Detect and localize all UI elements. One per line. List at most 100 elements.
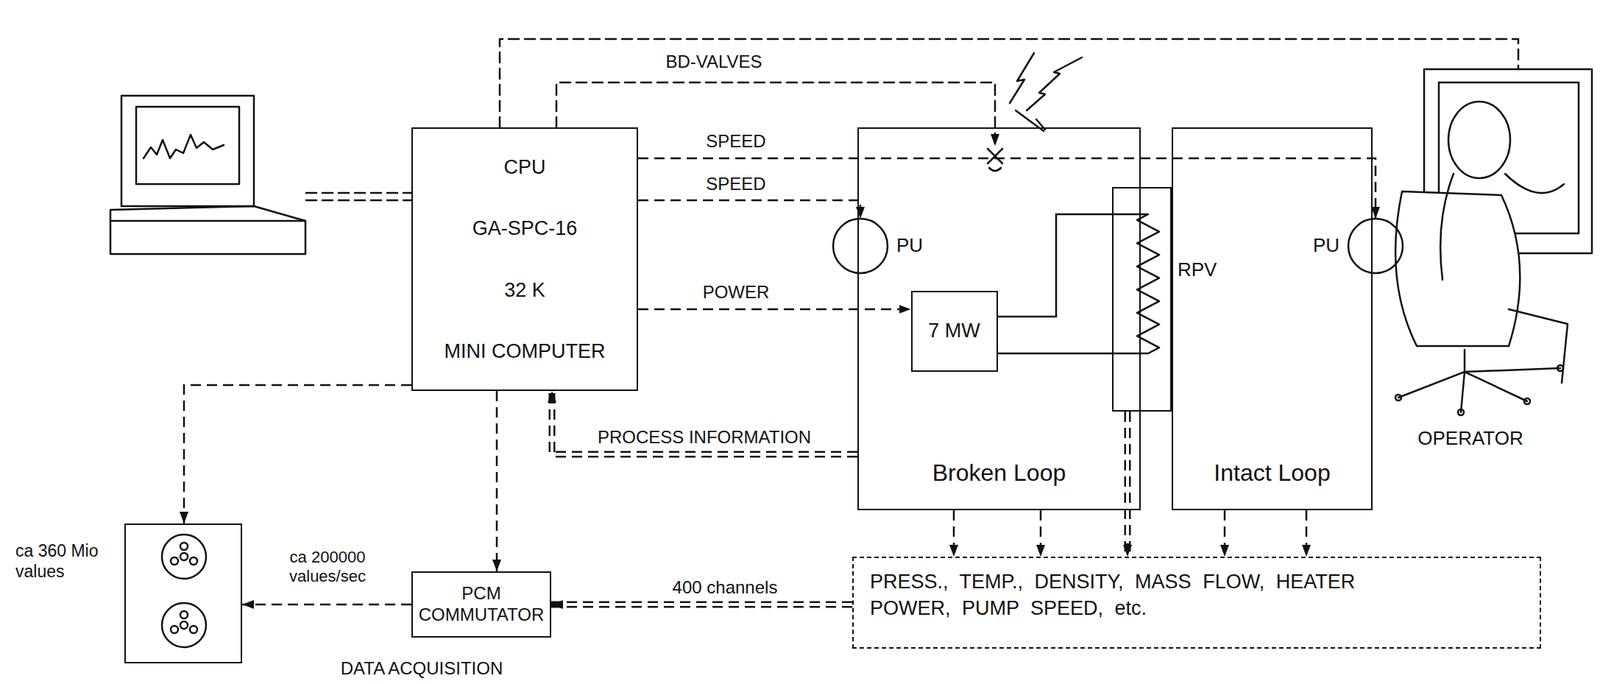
sensor-box: PRESS., TEMP., DENSITY, MASS FLOW, HEATE… xyxy=(852,556,1542,649)
connector-line xyxy=(638,308,912,311)
connector xyxy=(638,158,1376,219)
node-text: Intact Loop xyxy=(1173,458,1372,487)
connector xyxy=(1127,411,1129,557)
reel-hole xyxy=(180,552,188,561)
keyboard-edge xyxy=(110,220,306,223)
connector-line xyxy=(1039,510,1043,557)
loop-box: Intact Loop xyxy=(1171,127,1373,511)
operator-link xyxy=(499,39,1519,128)
terminal-screen xyxy=(136,106,240,184)
double-line-gap xyxy=(1126,411,1129,544)
connector xyxy=(1224,510,1226,557)
chair-wheel xyxy=(1524,398,1531,405)
connector-line xyxy=(242,603,412,606)
double-line-gap xyxy=(551,404,858,455)
connector-line xyxy=(496,390,499,572)
pump-circle: PU xyxy=(831,217,890,275)
diagram-label: BD-VALVES xyxy=(662,51,765,73)
connector-line xyxy=(183,384,412,524)
reel-hole xyxy=(170,625,179,633)
tape-unit: ca 360 Mio values xyxy=(124,523,243,664)
break-flash xyxy=(1026,57,1082,111)
node-text: PU xyxy=(1312,234,1340,257)
connector-line xyxy=(997,352,1113,355)
edge-label: SPEED xyxy=(702,173,769,196)
loop-box: Broken Loop 7 MW xyxy=(857,127,1141,511)
terminal-monitor xyxy=(121,95,254,207)
node-text: PCM COMMUTATOR xyxy=(417,582,546,626)
terminal-keyboard xyxy=(110,206,306,254)
edge-label: ca 200000 values/sec xyxy=(262,547,394,587)
connector xyxy=(638,309,912,310)
operator-head xyxy=(1448,101,1511,179)
heater-box: 7 MW xyxy=(911,290,998,372)
connector xyxy=(1040,510,1042,557)
connector xyxy=(496,390,498,572)
reel-hole xyxy=(189,557,198,565)
commutator-box: PCM COMMUTATOR xyxy=(411,571,552,638)
reel-hole xyxy=(170,557,179,565)
connector-line xyxy=(638,158,1376,219)
reel-hole xyxy=(180,610,188,619)
valve-signal xyxy=(556,82,996,146)
connector-line xyxy=(953,510,956,557)
terminal-link xyxy=(306,192,412,201)
cpu-box: CPU GA-SPC-16 32 K MINI COMPUTER xyxy=(411,127,639,391)
edge-label: PROCESS INFORMATION xyxy=(594,426,814,449)
chair-wheel xyxy=(1395,394,1402,401)
connector-line xyxy=(997,214,1113,317)
connector-line xyxy=(1223,510,1227,557)
connector-line xyxy=(1305,510,1308,557)
chair-wheel xyxy=(1457,409,1464,416)
chair-legs xyxy=(1398,349,1561,413)
pump-circle-outline xyxy=(1348,218,1403,274)
pump-circle-outline xyxy=(833,218,888,274)
pump-outline xyxy=(831,217,890,275)
connector-line xyxy=(1124,411,1132,557)
tape-reel xyxy=(161,534,207,579)
connector xyxy=(551,604,853,605)
operator-body xyxy=(1440,173,1568,383)
node-text: PU xyxy=(896,234,923,257)
connector xyxy=(1306,510,1308,557)
node-text: PRESS., TEMP., DENSITY, MASS FLOW, HEATE… xyxy=(869,568,1356,622)
vessel-box: RPV xyxy=(1112,186,1172,412)
node-text: 32 K xyxy=(504,278,546,302)
connector-line xyxy=(551,390,858,455)
node-text: GA-SPC-16 xyxy=(472,216,578,240)
node-text: MINI COMPUTER xyxy=(444,339,606,363)
heater-coil xyxy=(1112,214,1160,354)
tape-reel xyxy=(161,602,207,647)
node-text: 7 MW xyxy=(928,318,981,343)
connector-line xyxy=(638,200,861,219)
chair-back xyxy=(1395,191,1520,346)
node-text: ca 360 Mio values xyxy=(15,540,119,582)
reel-hole xyxy=(180,542,188,550)
edge-label: 400 channels xyxy=(669,577,781,599)
valve-seat xyxy=(989,167,1001,171)
reel-hole xyxy=(189,625,198,633)
screen-trace xyxy=(143,134,224,159)
connector xyxy=(551,390,858,455)
break-flash xyxy=(1009,52,1035,104)
connector xyxy=(638,200,861,219)
node-text: RPV xyxy=(1177,258,1217,282)
valve-symbol xyxy=(987,148,1003,164)
double-line-gap xyxy=(564,602,853,606)
chair-wheel xyxy=(1557,365,1564,371)
connector-line xyxy=(551,601,853,608)
node-text: CPU xyxy=(503,155,546,179)
pump-outline xyxy=(1346,217,1405,275)
edge-label: SPEED xyxy=(702,131,769,153)
node-text: Broken Loop xyxy=(858,458,1140,487)
connector xyxy=(183,384,412,524)
connector xyxy=(997,353,1113,355)
connector xyxy=(953,510,955,557)
edge-label: POWER xyxy=(699,281,773,304)
diagram-label: DATA ACQUISITION xyxy=(337,657,506,680)
diagram-label: OPERATOR xyxy=(1414,426,1527,450)
connector xyxy=(997,214,1113,317)
connector xyxy=(242,604,412,605)
reel-hole xyxy=(180,621,188,629)
